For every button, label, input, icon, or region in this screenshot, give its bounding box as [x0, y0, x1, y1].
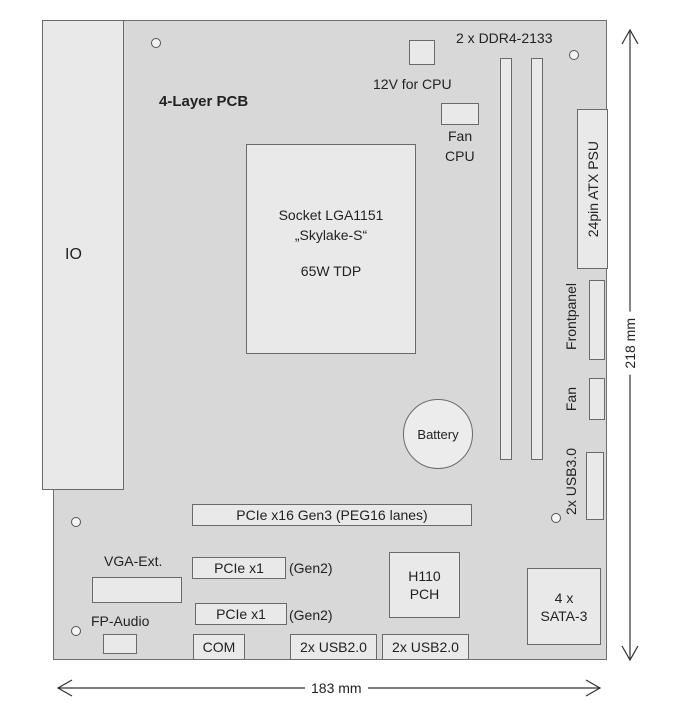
vga-label: VGA-Ext. — [104, 553, 163, 569]
mounting-hole-top-right — [569, 50, 579, 60]
cpu-power-connector — [409, 40, 435, 65]
pcie-x16-slot: PCIe x16 Gen3 (PEG16 lanes) — [192, 504, 472, 526]
height-arrow-bottom — [621, 645, 639, 662]
cpu-socket: Socket LGA1151 „Skylake-S“ 65W TDP — [246, 144, 416, 354]
pcie1a-gen-label: (Gen2) — [289, 560, 333, 576]
pcb-layer-label: 4-Layer PCB — [159, 93, 249, 110]
ddr-slot-1 — [500, 58, 512, 460]
fp-audio-label: FP-Audio — [91, 613, 150, 629]
width-dimension-label: 183 mm — [305, 680, 368, 696]
battery: Battery — [403, 399, 473, 469]
mounting-hole-mid-right — [551, 513, 561, 523]
mounting-hole-top-left — [151, 38, 161, 48]
pcie1b-label: PCIe x1 — [216, 606, 266, 622]
sata-connectors: 4 x SATA-3 — [527, 568, 601, 645]
system-fan-connector — [589, 378, 605, 420]
cpu-power-label: 12V for CPU — [373, 76, 452, 92]
socket-label-line3: 65W TDP — [300, 263, 362, 279]
cpu-fan-label-line2: CPU — [445, 148, 475, 164]
sata-label-line2: SATA-3 — [540, 607, 588, 624]
io-label: IO — [65, 246, 82, 263]
com-header: COM — [193, 634, 245, 660]
vga-header — [92, 577, 182, 603]
io-block: IO — [42, 20, 124, 490]
mounting-hole-mid-left — [71, 517, 81, 527]
pcie-x1-slot-1: PCIe x1 — [192, 557, 286, 579]
pcie-x1-slot-2: PCIe x1 — [195, 603, 287, 625]
usb2-header-2: 2x USB2.0 — [382, 634, 469, 660]
height-arrow-top — [621, 28, 639, 45]
ddr-slot-2 — [531, 58, 543, 460]
usb2b-label: 2x USB2.0 — [392, 639, 459, 655]
ddr-label: 2 x DDR4-2133 — [456, 30, 553, 46]
com-label: COM — [202, 639, 236, 655]
height-dimension-label: 218 mm — [622, 312, 638, 375]
usb3-header — [586, 452, 604, 520]
usb2a-label: 2x USB2.0 — [300, 639, 367, 655]
board-notch-edge — [53, 490, 54, 660]
atx-power-connector: 24pin ATX PSU — [577, 109, 608, 269]
sata-label-line1: 4 x — [554, 589, 574, 606]
board-notch — [42, 490, 54, 660]
pch-chip: H110 PCH — [389, 552, 460, 618]
fp-audio-header — [103, 634, 137, 654]
pcie16-label: PCIe x16 Gen3 (PEG16 lanes) — [236, 507, 428, 523]
pch-label-line1: H110 — [408, 568, 441, 584]
cpu-fan-label-line1: Fan — [448, 128, 473, 144]
frontpanel-header — [589, 280, 605, 360]
battery-label: Battery — [417, 426, 459, 442]
socket-label-line2: „Skylake-S“ — [294, 227, 368, 243]
socket-label-line1: Socket LGA1151 — [278, 207, 384, 223]
pcie1a-label: PCIe x1 — [214, 560, 264, 576]
width-arrow-left — [56, 679, 73, 697]
pcie1b-gen-label: (Gen2) — [289, 607, 333, 623]
mounting-hole-bottom-left — [71, 626, 81, 636]
width-arrow-right — [585, 679, 602, 697]
cpu-fan-connector — [441, 103, 479, 125]
pch-label-line2: PCH — [409, 586, 440, 602]
usb2-header-1: 2x USB2.0 — [290, 634, 377, 660]
